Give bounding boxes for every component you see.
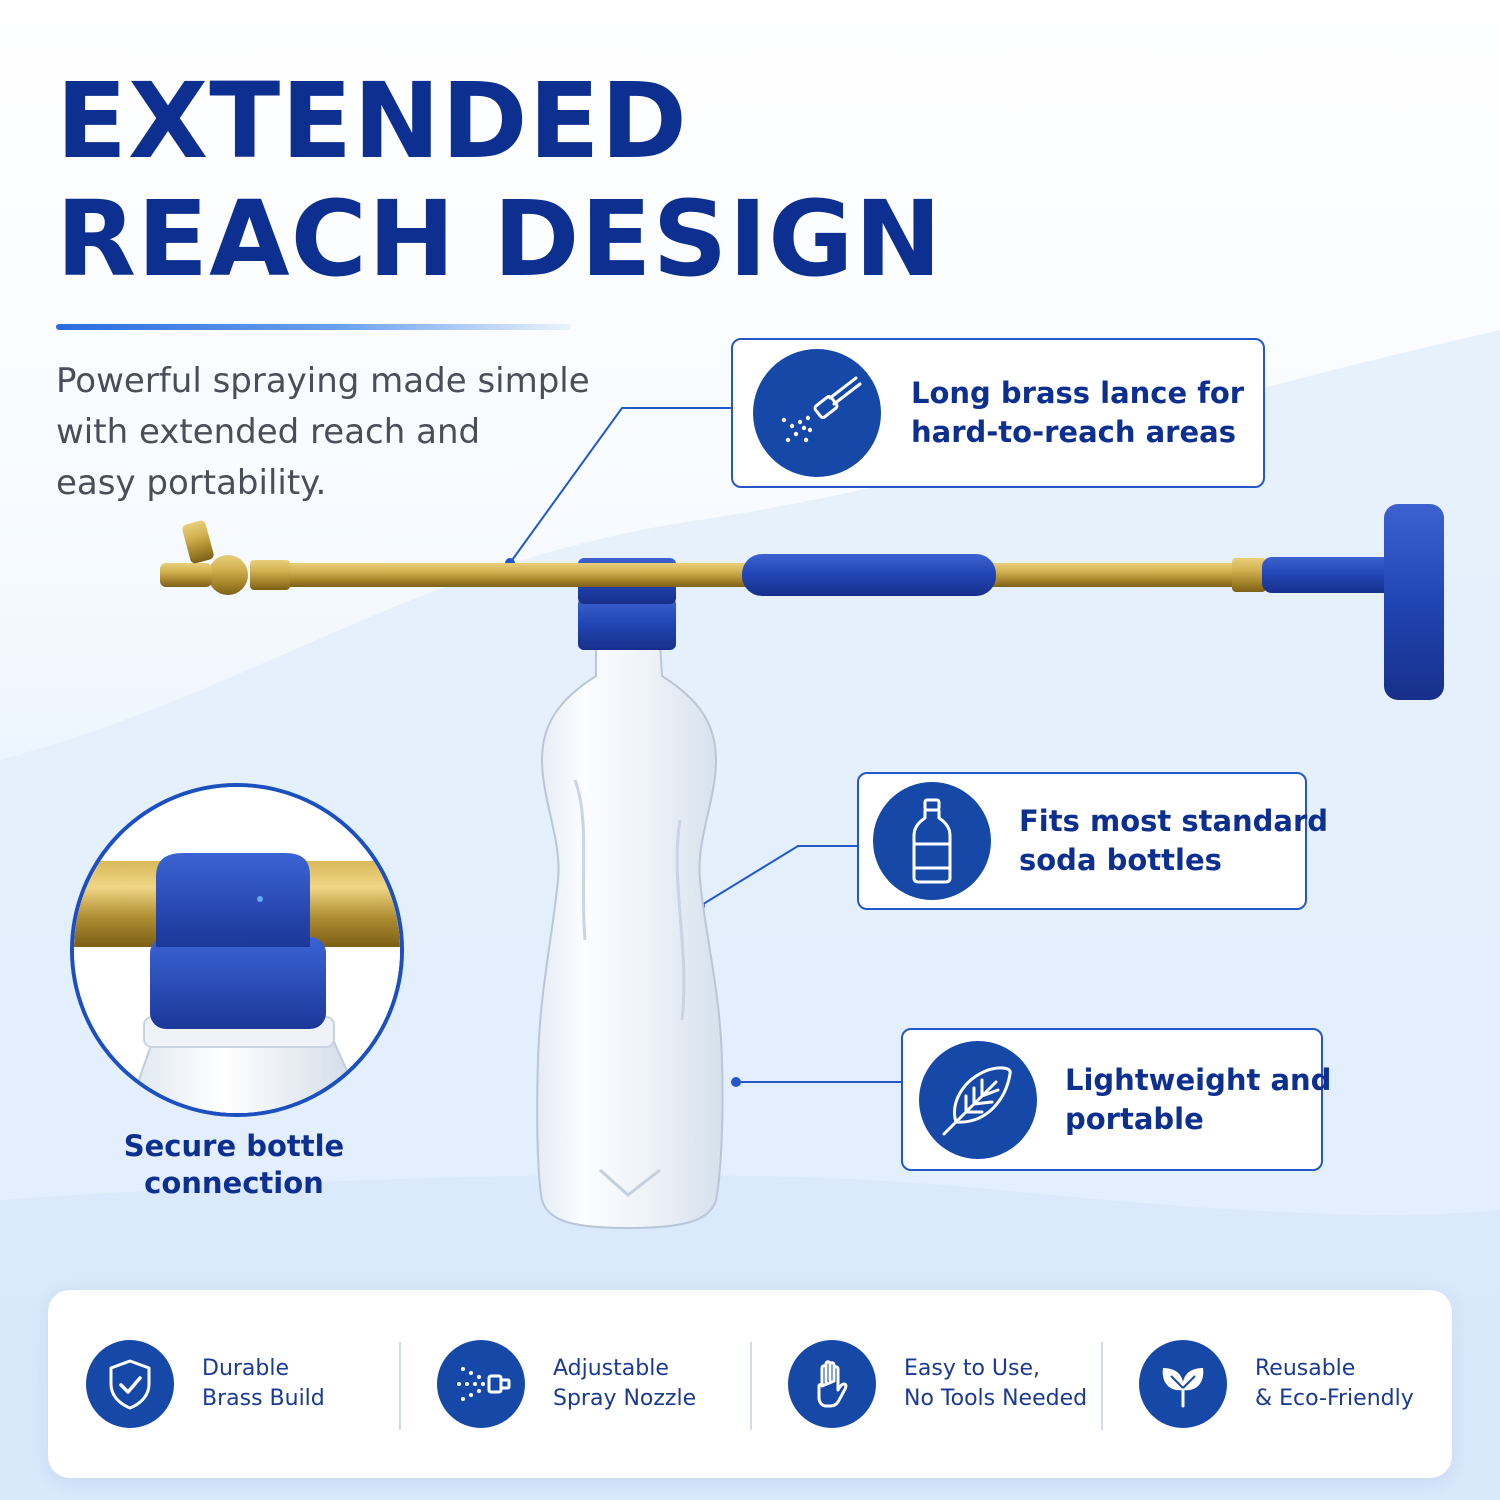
hand-icon xyxy=(788,1340,876,1428)
grip-handle xyxy=(742,554,996,596)
feature-reusable-line-1: Reusable xyxy=(1255,1356,1356,1381)
feature-durable-line-2: Brass Build xyxy=(202,1386,325,1411)
headline: EXTENDED REACH DESIGN xyxy=(56,62,943,298)
brass-coupling xyxy=(1232,558,1266,592)
detail-caption-line-1: Secure bottle xyxy=(123,1129,345,1163)
subtitle-line-3: easy portability. xyxy=(56,463,327,503)
detail-caption-line-2: connection xyxy=(144,1166,324,1200)
bottle-connection-detail xyxy=(70,783,404,1117)
callout-bottles: Fits most standard soda bottles xyxy=(857,772,1328,910)
feather-icon xyxy=(919,1040,1037,1159)
callout-bottles-line-1: Fits most standard xyxy=(1019,804,1329,838)
callout-lightweight-line-2: portable xyxy=(1065,1101,1204,1136)
bottle-icon xyxy=(873,782,991,900)
headline-line-2: REACH DESIGN xyxy=(56,178,943,300)
spray-icon xyxy=(437,1340,525,1428)
callout-brass-lance-line-1: Long brass lance for xyxy=(911,376,1245,410)
feature-easy-use-line-2: No Tools Needed xyxy=(904,1386,1088,1411)
feature-adjustable-line-2: Spray Nozzle xyxy=(553,1386,697,1411)
callout-lightweight: Lightweight and portable xyxy=(901,1028,1331,1171)
t-handle xyxy=(1262,504,1444,700)
shield-check-icon xyxy=(86,1340,174,1428)
headline-line-1: EXTENDED xyxy=(56,60,688,182)
bottle xyxy=(536,641,724,1230)
feature-bar: Durable Brass Build xyxy=(48,1290,1452,1478)
callout-lightweight-line-1: Lightweight and xyxy=(1065,1062,1332,1097)
callout-bottles-line-2: soda bottles xyxy=(1019,843,1222,877)
feature-reusable-line-2: & Eco-Friendly xyxy=(1255,1386,1414,1411)
headline-underline xyxy=(56,324,571,330)
subtitle-line-2: with extended reach and xyxy=(56,412,481,452)
subtitle-line-1: Powerful spraying made simple xyxy=(56,361,590,401)
bottle-cap xyxy=(578,598,676,650)
feature-easy-use: Easy to Use, No Tools Needed xyxy=(750,1290,1101,1478)
feature-durable: Durable Brass Build xyxy=(48,1290,399,1478)
leaf-icon xyxy=(1139,1340,1227,1428)
feature-adjustable-line-1: Adjustable xyxy=(553,1356,669,1381)
feature-adjustable: Adjustable Spray Nozzle xyxy=(399,1290,750,1478)
brass-nozzle xyxy=(160,520,290,595)
feature-durable-line-1: Durable xyxy=(202,1356,290,1381)
callout-brass-lance: Long brass lance for hard-to-reach areas xyxy=(731,338,1265,488)
feature-easy-use-line-1: Easy to Use, xyxy=(904,1356,1041,1381)
callout-brass-lance-line-2: hard-to-reach areas xyxy=(911,415,1236,449)
feature-reusable: Reusable & Eco-Friendly xyxy=(1101,1290,1452,1478)
spray-nozzle-icon xyxy=(753,349,881,477)
subtitle: Powerful spraying made simple with exten… xyxy=(56,356,616,509)
detail-caption: Secure bottle connection xyxy=(84,1128,384,1202)
